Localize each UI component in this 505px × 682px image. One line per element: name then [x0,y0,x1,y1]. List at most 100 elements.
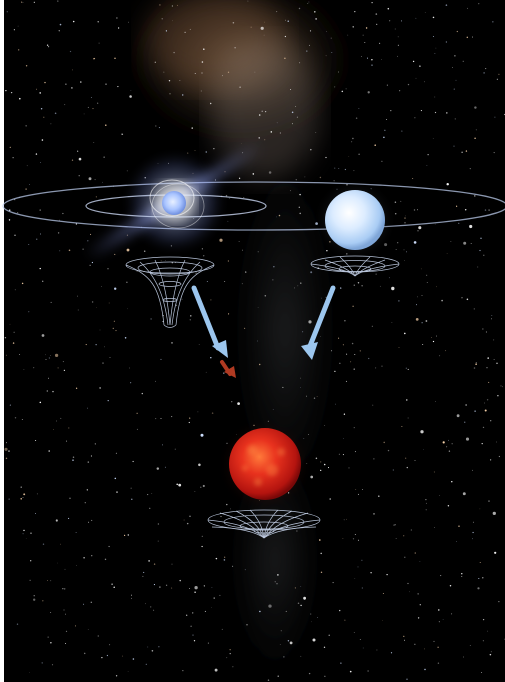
star [194,491,196,493]
star [397,36,399,38]
star [432,16,435,19]
star [365,27,368,29]
star [308,672,311,675]
star [474,410,476,412]
star [488,500,490,502]
star [232,21,235,24]
star [238,241,240,242]
star [340,662,342,664]
star [362,489,363,490]
star [145,603,146,605]
star [451,443,453,445]
star [445,350,447,352]
star [287,640,290,642]
star [303,598,305,600]
star [99,387,101,389]
star [158,646,160,648]
star [189,587,191,589]
star [101,181,103,183]
star [194,591,196,593]
star [342,538,344,539]
star [487,630,489,632]
star [264,110,267,113]
star [14,289,16,291]
star [436,286,437,288]
star [186,522,189,525]
star [280,630,282,632]
star [310,271,313,274]
star [41,334,45,337]
star [234,47,236,49]
star [155,125,157,127]
star [426,274,428,276]
star [395,249,397,250]
star [382,620,383,621]
star [111,583,113,585]
star [442,441,445,444]
star [98,42,100,44]
star [475,363,477,365]
star [461,573,463,575]
star [370,572,372,574]
star [388,277,390,279]
star [451,481,453,483]
star [404,556,406,558]
star [307,3,309,4]
star [17,25,19,27]
star [353,632,355,634]
star [244,327,246,329]
star [493,359,495,360]
star [455,79,457,81]
star [448,450,451,452]
star [341,90,344,93]
star [373,513,375,515]
star [467,7,468,9]
star [479,508,481,510]
star [368,357,370,360]
star [496,441,497,443]
star [424,648,426,650]
star [189,417,191,419]
star [201,535,203,537]
star [410,529,412,531]
star [254,71,256,73]
star [72,459,74,461]
star [382,592,384,595]
star [30,532,32,534]
star [8,219,11,221]
star [367,670,369,672]
star [194,586,198,590]
star [334,86,336,88]
star [16,623,19,625]
star [417,617,420,619]
star [113,320,115,322]
star [260,26,264,30]
star [458,222,460,224]
star [163,71,165,73]
star [221,628,223,630]
star [404,221,406,224]
star [433,640,435,642]
star [150,318,152,320]
star [357,282,360,284]
star [21,419,23,420]
star [393,524,395,526]
star [490,420,492,422]
star [435,401,436,402]
star [46,390,48,392]
star [39,209,41,211]
star [345,88,347,90]
star [50,301,52,303]
star [107,268,109,270]
star [155,418,157,420]
star [209,102,212,105]
star [194,149,196,151]
star [132,460,134,463]
star [33,367,35,369]
star [458,525,460,527]
star [320,461,322,463]
star [18,49,20,51]
star [149,507,151,509]
star [342,454,344,456]
star [391,322,393,323]
